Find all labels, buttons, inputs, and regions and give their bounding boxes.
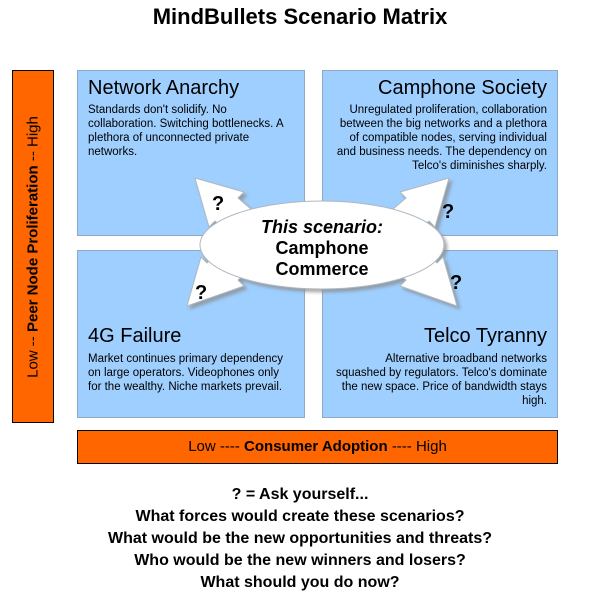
x-axis-low: Low ----: [188, 438, 240, 455]
question-mark-down-right: ?: [450, 272, 463, 294]
center-ellipse: [199, 200, 445, 290]
center-label: This scenario:: [260, 217, 384, 237]
diagram-title: MindBullets Scenario Matrix: [152, 4, 448, 29]
question-mark-up-left: ?: [212, 193, 225, 215]
quadrant-title: Camphone Society: [378, 77, 547, 99]
question-mark-down-left: ?: [195, 282, 208, 304]
x-axis-bar: Low ---- Consumer Adoption ---- High: [77, 430, 558, 464]
quadrant-title: Network Anarchy: [88, 77, 240, 99]
center-scenario-name-1: Camphone: [275, 238, 369, 258]
quadrant-title: 4G Failure: [88, 325, 182, 347]
quadrant-text: Market continues primary dependency on l…: [88, 353, 283, 394]
footer-questions: ? = Ask yourself... What forces would cr…: [0, 484, 600, 594]
footer-question-1: What forces would create these scenarios…: [135, 508, 465, 525]
center-scenario: This scenario: Camphone Commerce: [218, 216, 426, 280]
x-axis-high: ---- High: [391, 438, 447, 455]
footer-question-4: What should you do now?: [200, 574, 400, 591]
x-axis-title: Consumer Adoption: [244, 438, 388, 455]
footer-legend: ? = Ask yourself...: [231, 486, 369, 503]
y-axis-bar: Low -- Peer Node Proliferation -- High: [12, 70, 54, 423]
quadrant-text: Standards don't solidify. No collaborati…: [88, 104, 283, 159]
question-mark-up-right: ?: [442, 201, 455, 223]
footer-question-2: What would be the new opportunities and …: [108, 530, 492, 547]
quadrant-text: Unregulated proliferation, collaboration…: [336, 104, 547, 173]
quadrant-text: Alternative broadband networks squashed …: [335, 353, 547, 408]
center-scenario-name-2: Commerce: [275, 259, 369, 279]
footer-question-3: Who would be the new winners and losers?: [134, 552, 466, 569]
quadrant-title: Telco Tyranny: [423, 325, 547, 347]
